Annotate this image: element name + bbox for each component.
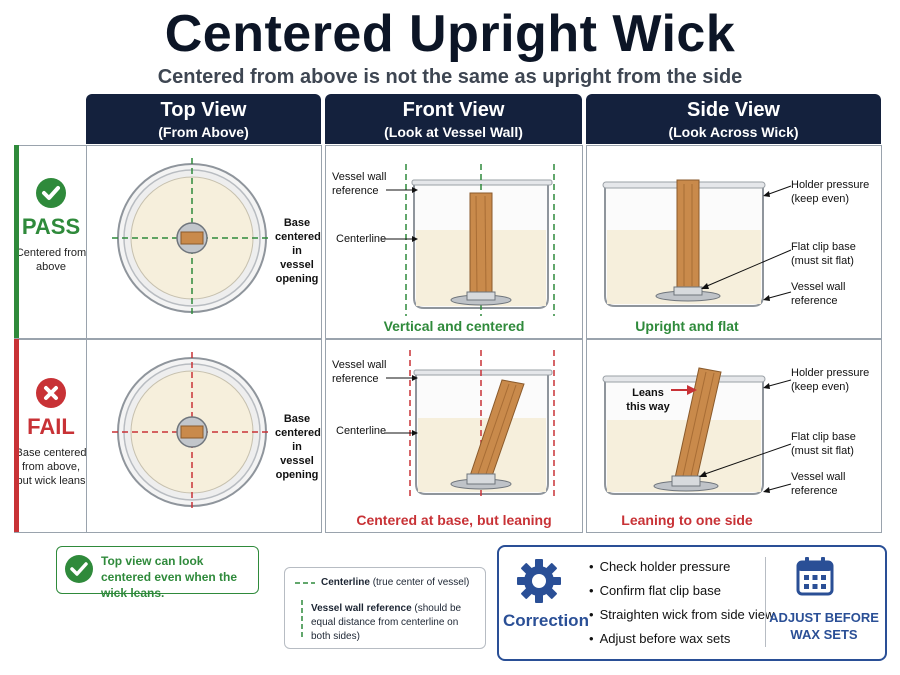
page-subtitle: Centered from above is not the same as u… bbox=[157, 66, 743, 88]
legend-centerline: Centerline (true center of vessel) bbox=[321, 576, 481, 589]
legend-centerline-swatch bbox=[295, 582, 315, 584]
front-centerline-label: Centerline bbox=[336, 233, 387, 245]
x-icon bbox=[36, 378, 66, 408]
side-leans-label: Leans this way bbox=[626, 387, 670, 413]
row-label-pass: PASS Centered from above bbox=[14, 145, 88, 339]
top-view-annotation: Base centered in vessel opening bbox=[275, 217, 321, 285]
side-view-vessel-illustration bbox=[602, 367, 792, 495]
column-header-side-view: Side View (Look Across Wick) bbox=[586, 94, 881, 144]
correction-box: Correction Check holder pressure Confirm… bbox=[497, 545, 887, 661]
column-subtitle: (From Above) bbox=[158, 124, 249, 140]
front-centerline-label: Centerline bbox=[336, 425, 387, 437]
legend-wall-swatch bbox=[301, 600, 303, 640]
column-header-top-view: Top View (From Above) bbox=[86, 94, 321, 144]
legend-centerline-desc: (true center of vessel) bbox=[372, 577, 470, 588]
panel-side-view-pass: Holder pressure (keep even) Flat clip ba… bbox=[586, 145, 882, 339]
pass-label: PASS bbox=[21, 214, 81, 239]
correction-item: Confirm flat clip base bbox=[589, 583, 721, 598]
front-view-vessel-illustration bbox=[381, 164, 555, 316]
column-subtitle: (Look at Vessel Wall) bbox=[384, 124, 523, 140]
front-wall-reference-label: Vessel wall reference bbox=[332, 171, 387, 197]
side-flat-clip-label: Flat clip base (must sit flat) bbox=[791, 431, 856, 457]
column-title: Side View bbox=[686, 99, 780, 121]
front-view-caption: Vertical and centered bbox=[383, 318, 525, 334]
correction-item: Straighten wick from side view bbox=[589, 607, 775, 622]
fail-description: Base centered from above, but wick leans bbox=[15, 447, 87, 487]
panel-front-view-pass: Vessel wall reference Centerline Vertica… bbox=[325, 145, 583, 339]
front-wall-reference-label: Vessel wall reference bbox=[332, 359, 387, 385]
page-title: Centered Upright Wick bbox=[164, 5, 736, 63]
side-wall-reference-label: Vessel wall reference bbox=[791, 471, 846, 497]
front-view-vessel-illustration bbox=[384, 350, 555, 500]
row-label-fail: FAIL Base centered from above, but wick … bbox=[14, 339, 88, 533]
column-subtitle: (Look Across Wick) bbox=[668, 124, 799, 140]
check-icon bbox=[65, 555, 93, 583]
side-holder-pressure-label: Holder pressure (keep even) bbox=[791, 179, 870, 205]
correction-divider bbox=[765, 557, 766, 647]
legend-box: Centerline (true center of vessel) Vesse… bbox=[284, 567, 486, 649]
side-holder-pressure-label: Holder pressure (keep even) bbox=[791, 367, 870, 393]
fail-accent-bar bbox=[14, 339, 19, 532]
side-view-caption: Leaning to one side bbox=[621, 512, 753, 528]
pass-description: Centered from above bbox=[15, 247, 87, 273]
column-header-front-view: Front View (Look at Vessel Wall) bbox=[325, 94, 582, 144]
panel-top-view-fail: Base centered in vessel opening bbox=[86, 339, 322, 533]
check-icon bbox=[36, 178, 66, 208]
calendar-icon bbox=[796, 557, 834, 596]
legend-centerline-term: Centerline bbox=[321, 577, 370, 588]
gear-icon bbox=[517, 559, 561, 603]
legend-wall-reference: Vessel wall reference (should be equal d… bbox=[311, 602, 479, 644]
side-flat-clip-label: Flat clip base (must sit flat) bbox=[791, 241, 856, 267]
correction-action: ADJUST BEFORE WAX SETS bbox=[769, 610, 879, 642]
fail-label: FAIL bbox=[27, 414, 75, 439]
column-title: Front View bbox=[402, 99, 505, 121]
correction-item: Adjust before wax sets bbox=[589, 631, 731, 646]
panel-front-view-fail: Vessel wall reference Centerline Centere… bbox=[325, 339, 583, 533]
top-view-vessel-illustration bbox=[112, 158, 272, 318]
top-view-vessel-illustration bbox=[112, 352, 272, 512]
panel-side-view-fail: Leans this way Holder pressure (keep eve… bbox=[586, 339, 882, 533]
front-view-caption: Centered at base, but leaning bbox=[356, 512, 552, 528]
legend-wall-desc: (should be equal distance from centerlin… bbox=[311, 603, 462, 642]
pass-accent-bar bbox=[14, 145, 19, 338]
panel-top-view-pass: Base centered in vessel opening bbox=[86, 145, 322, 339]
note-text: Top view can look centered even when the… bbox=[101, 554, 238, 600]
column-title: Top View bbox=[160, 99, 247, 121]
correction-item: Check holder pressure bbox=[589, 559, 731, 574]
side-view-caption: Upright and flat bbox=[635, 318, 739, 334]
correction-label: Correction bbox=[503, 611, 589, 630]
note-box: Top view can look centered even when the… bbox=[56, 546, 259, 600]
top-view-annotation: Base centered in vessel opening bbox=[275, 413, 321, 481]
side-view-vessel-illustration bbox=[602, 179, 792, 307]
legend-wall-term: Vessel wall reference bbox=[311, 603, 412, 614]
side-wall-reference-label: Vessel wall reference bbox=[791, 281, 846, 307]
